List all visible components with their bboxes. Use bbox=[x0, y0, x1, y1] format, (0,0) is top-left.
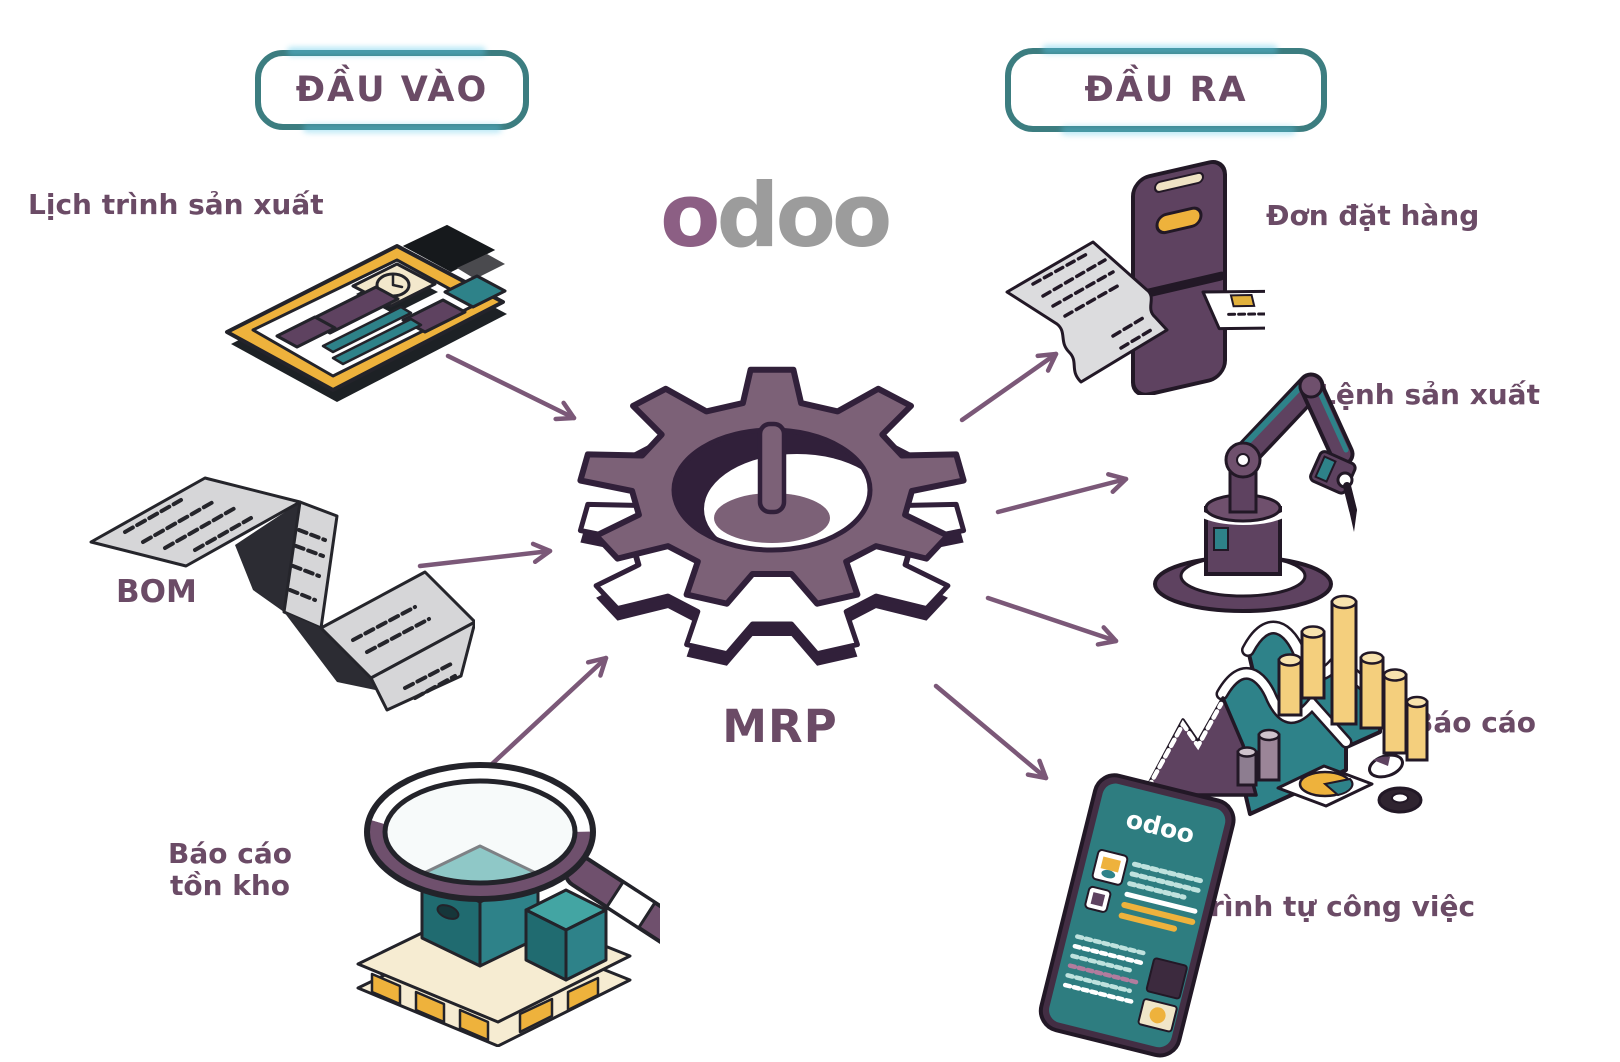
inventory-report-line2: tồn kho bbox=[169, 869, 291, 903]
input-label-inventory-report: Báo cáo tồn kho bbox=[135, 837, 325, 903]
output-label-manufacturing-order: Lệnh sản xuất bbox=[1318, 378, 1540, 411]
inventory-magnifier-boxes-icon bbox=[356, 762, 660, 1047]
odoo-logo-o: o bbox=[660, 164, 721, 267]
input-badge: ĐẦU VÀO bbox=[255, 50, 529, 130]
odoo-logo: odoo bbox=[660, 172, 892, 260]
output-label-report: Báo cáo bbox=[1412, 706, 1536, 739]
mrp-label: MRP bbox=[722, 700, 838, 753]
input-badge-label: ĐẦU VÀO bbox=[295, 70, 489, 110]
arrow-output-report bbox=[985, 595, 1119, 647]
arrow-output-manufacturing bbox=[995, 472, 1129, 515]
input-label-production-schedule: Lịch trình sản xuất bbox=[28, 188, 324, 221]
arrow-input-inventory bbox=[489, 655, 609, 767]
output-label-work-sequence: Trình tự công việc bbox=[1194, 890, 1476, 923]
phone-order-receipt-card-icon bbox=[1005, 159, 1265, 395]
arrow-output-workflow bbox=[933, 683, 1049, 781]
workflow-tablet-icon: odoo bbox=[1038, 773, 1236, 1058]
robot-arm-icon bbox=[1153, 372, 1357, 613]
isometric-charts-icon bbox=[1141, 594, 1429, 816]
gear-icon bbox=[577, 366, 967, 666]
output-label-purchase-order: Đơn đặt hàng bbox=[1266, 199, 1480, 232]
odoo-logo-doo: doo bbox=[716, 164, 892, 267]
output-badge: ĐẦU RA bbox=[1005, 48, 1327, 132]
input-label-bom: BOM bbox=[116, 574, 197, 610]
arrow-input-schedule bbox=[445, 353, 577, 422]
arrow-input-bom bbox=[417, 541, 553, 569]
arrow-output-order bbox=[959, 351, 1059, 423]
bar-cylinders bbox=[1236, 594, 1429, 787]
bom-paper-ribbon-icon bbox=[89, 476, 475, 712]
inventory-report-line1: Báo cáo bbox=[168, 837, 292, 870]
output-badge-label: ĐẦU RA bbox=[1084, 70, 1248, 110]
clipboard-schedule-icon bbox=[225, 224, 507, 402]
